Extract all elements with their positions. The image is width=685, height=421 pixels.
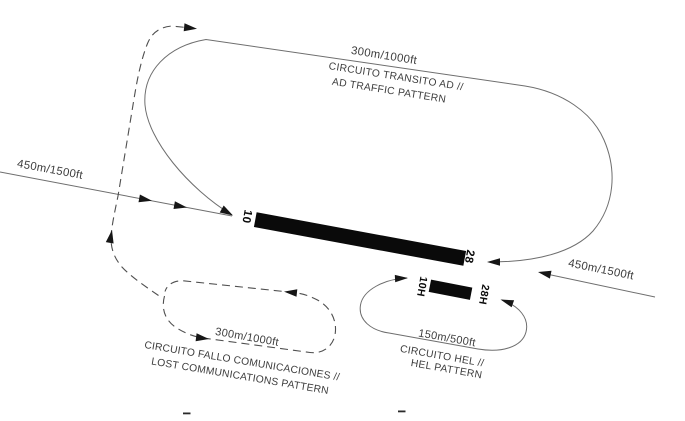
approach-west-arrowhead-1 (138, 194, 152, 203)
lost-comms-altitude-label: 300m/1000ft (214, 326, 280, 349)
climbout-mid-arrowhead (105, 230, 114, 244)
lost-comms-top-arrowhead (284, 289, 298, 297)
approach-east-altitude-label: 450m/1500ft (567, 257, 635, 282)
bottom-left-tick (183, 412, 191, 415)
hel-pattern-east-arrowhead (500, 299, 515, 308)
climbout-top-arrowhead (183, 23, 197, 32)
hel-pattern-west-arrowhead (394, 274, 408, 283)
hel-threshold-28h-label: 28H (476, 283, 491, 305)
runway-threshold-10-label: 10 (239, 209, 253, 224)
hel-threshold-10h-label: 10H (414, 275, 429, 297)
hel-pattern-oval-path (359, 277, 528, 351)
approach-east-arrowhead (538, 270, 552, 279)
lost-comms-bottom-arrowhead (195, 333, 209, 342)
approach-west-arrowhead-2 (173, 201, 187, 209)
ad-pattern-altitude-label: 300m/1000ft (350, 45, 418, 67)
hel-pattern-altitude-label: 150m/500ft (417, 327, 476, 349)
ad-pattern-east-arrowhead (487, 258, 500, 266)
lost-comms-climbout-path (110, 25, 187, 296)
approach-west-line (0, 171, 233, 217)
hel-pad-10h-28h (428, 279, 473, 300)
runway-10-28 (253, 212, 467, 266)
runway-threshold-28-label: 28 (462, 249, 476, 265)
ad-pattern-west-arrowhead (219, 205, 233, 216)
approach-west-altitude-label: 450m/1500ft (16, 158, 84, 182)
ad-pattern-oval-path (144, 38, 613, 263)
bottom-right-tick (398, 410, 406, 413)
approach-east-line (539, 272, 656, 298)
